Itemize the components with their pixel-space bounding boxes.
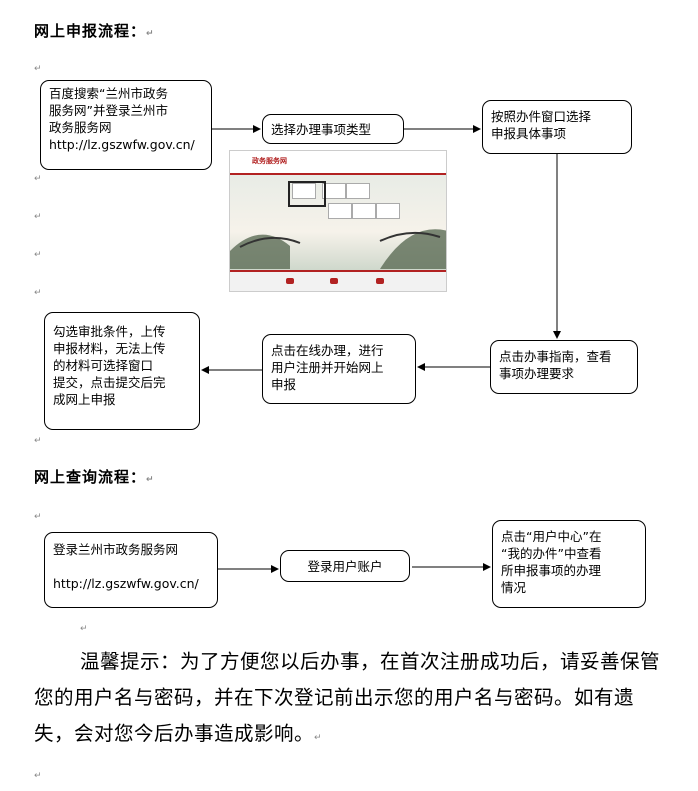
step-submit-materials: 勾选审批条件，上传 申报材料，无法上传 的材料可选择窗口 提交，点击提交后完 成…: [44, 312, 200, 430]
query-step-login-account: 登录用户账户: [280, 550, 410, 582]
section-heading-query: 网上查询流程：↵: [34, 468, 155, 486]
paragraph-mark: ↵: [34, 250, 42, 260]
screenshot-footer-dot: [376, 278, 384, 284]
paragraph-mark: ↵: [34, 64, 42, 74]
screenshot-footer: [230, 270, 446, 291]
screenshot-logo: 政务服务网: [252, 157, 287, 165]
paragraph-mark: ↵: [34, 288, 42, 298]
screenshot-tile: [328, 203, 352, 219]
paragraph-mark: ↵: [34, 174, 42, 184]
step-search-login: 百度搜索“兰州市政务 服务网”并登录兰州市 政务服务网 http://lz.gs…: [40, 80, 212, 170]
screenshot-footer-dot: [330, 278, 338, 284]
paragraph-mark: ↵: [80, 624, 88, 634]
warm-tip: 温馨提示：为了方便您以后办事，在首次注册成功后，请妥善保管您的用户名与密码，并在…: [34, 650, 661, 745]
paragraph-mark: ↵: [34, 512, 42, 522]
screenshot-tile: [346, 183, 370, 199]
paragraph-mark: ↵: [34, 212, 42, 222]
section-heading-apply: 网上申报流程：↵: [34, 22, 155, 40]
query-step-view-status: 点击“用户中心”在 “我的办件”中查看 所申报事项的办理 情况: [492, 520, 646, 608]
screenshot-highlight: [288, 181, 326, 207]
screenshot-bridge: [230, 229, 446, 269]
step-select-item: 按照办件窗口选择 申报具体事项: [482, 100, 632, 154]
screenshot-tile: [352, 203, 376, 219]
paragraph-mark: ↵: [34, 436, 42, 446]
screenshot-header: [230, 151, 446, 175]
screenshot-tile: [292, 183, 316, 199]
step-view-guide: 点击办事指南，查看 事项办理要求: [490, 340, 638, 394]
screenshot-tile: [322, 183, 346, 199]
step-online-handle: 点击在线办理，进行 用户注册并开始网上 申报: [262, 334, 416, 404]
step-select-type: 选择办理事项类型: [262, 114, 404, 144]
query-step-login-site: 登录兰州市政务服务网 http://lz.gszwfw.gov.cn/: [44, 532, 218, 608]
website-screenshot: 政务服务网: [229, 150, 447, 292]
paragraph-mark: ↵: [34, 771, 42, 781]
screenshot-footer-dot: [286, 278, 294, 284]
screenshot-tile: [376, 203, 400, 219]
